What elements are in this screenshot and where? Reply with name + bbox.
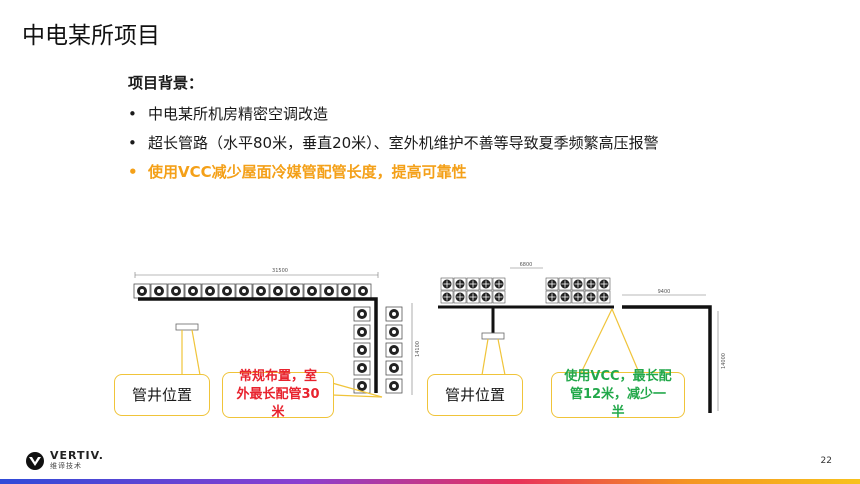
left-pipe-shaft-marker: [175, 323, 199, 331]
right-outdoor-units-group-1: [440, 277, 506, 304]
right-roof-layout: 6800 9400 14000: [438, 262, 727, 413]
right-dim-horizontal: 9400: [658, 289, 671, 295]
left-dim-horizontal: 31500: [272, 268, 288, 274]
background-bullet-list: 中电某所机房精密空调改造 超长管路（水平80米，垂直20米）、室外机维护不善等导…: [128, 100, 748, 187]
right-shaft-callout: 管井位置: [427, 374, 523, 416]
background-heading: 项目背景：: [128, 74, 204, 92]
left-note-callout: 常规布置，室外最长配管30米: [222, 369, 334, 420]
footer-gradient-bar: [0, 479, 860, 484]
right-pipe-vertical: [622, 305, 712, 413]
bullet-item-2: 超长管路（水平80米，垂直20米）、室外机维护不善等导致夏季频繁高压报警: [128, 129, 748, 158]
bullet-item-1: 中电某所机房精密空调改造: [128, 100, 748, 129]
page-title: 中电某所项目: [22, 23, 160, 49]
left-outdoor-units-column: [353, 306, 403, 394]
vertiv-logo: VERTIV. 维谛技术: [24, 450, 104, 471]
left-shaft-callout: 管井位置: [114, 374, 210, 416]
page-number: 22: [820, 456, 832, 466]
piping-layout-diagram: 31500 14100 6800: [133, 262, 727, 413]
bullet-item-highlight: 使用VCC减少屋面冷媒管配管长度，提高可靠性: [128, 158, 748, 187]
right-pipe-shaft-marker: [481, 332, 505, 340]
right-dim-top: 6800: [520, 262, 533, 268]
right-outdoor-units-group-2: [545, 277, 611, 304]
brand-subtitle: 维谛技术: [50, 462, 82, 470]
right-note-callout: 使用VCC，最长配管12米，减少一半: [551, 369, 685, 420]
brand-name: VERTIV.: [50, 449, 104, 462]
left-outdoor-units-row: [133, 283, 372, 299]
vertiv-logo-icon: [26, 451, 44, 470]
right-dim-vertical: 14000: [721, 353, 727, 369]
left-pipe-main: [138, 297, 378, 393]
left-roof-layout: 31500 14100: [133, 268, 421, 398]
left-dim-vertical: 14100: [415, 341, 421, 357]
